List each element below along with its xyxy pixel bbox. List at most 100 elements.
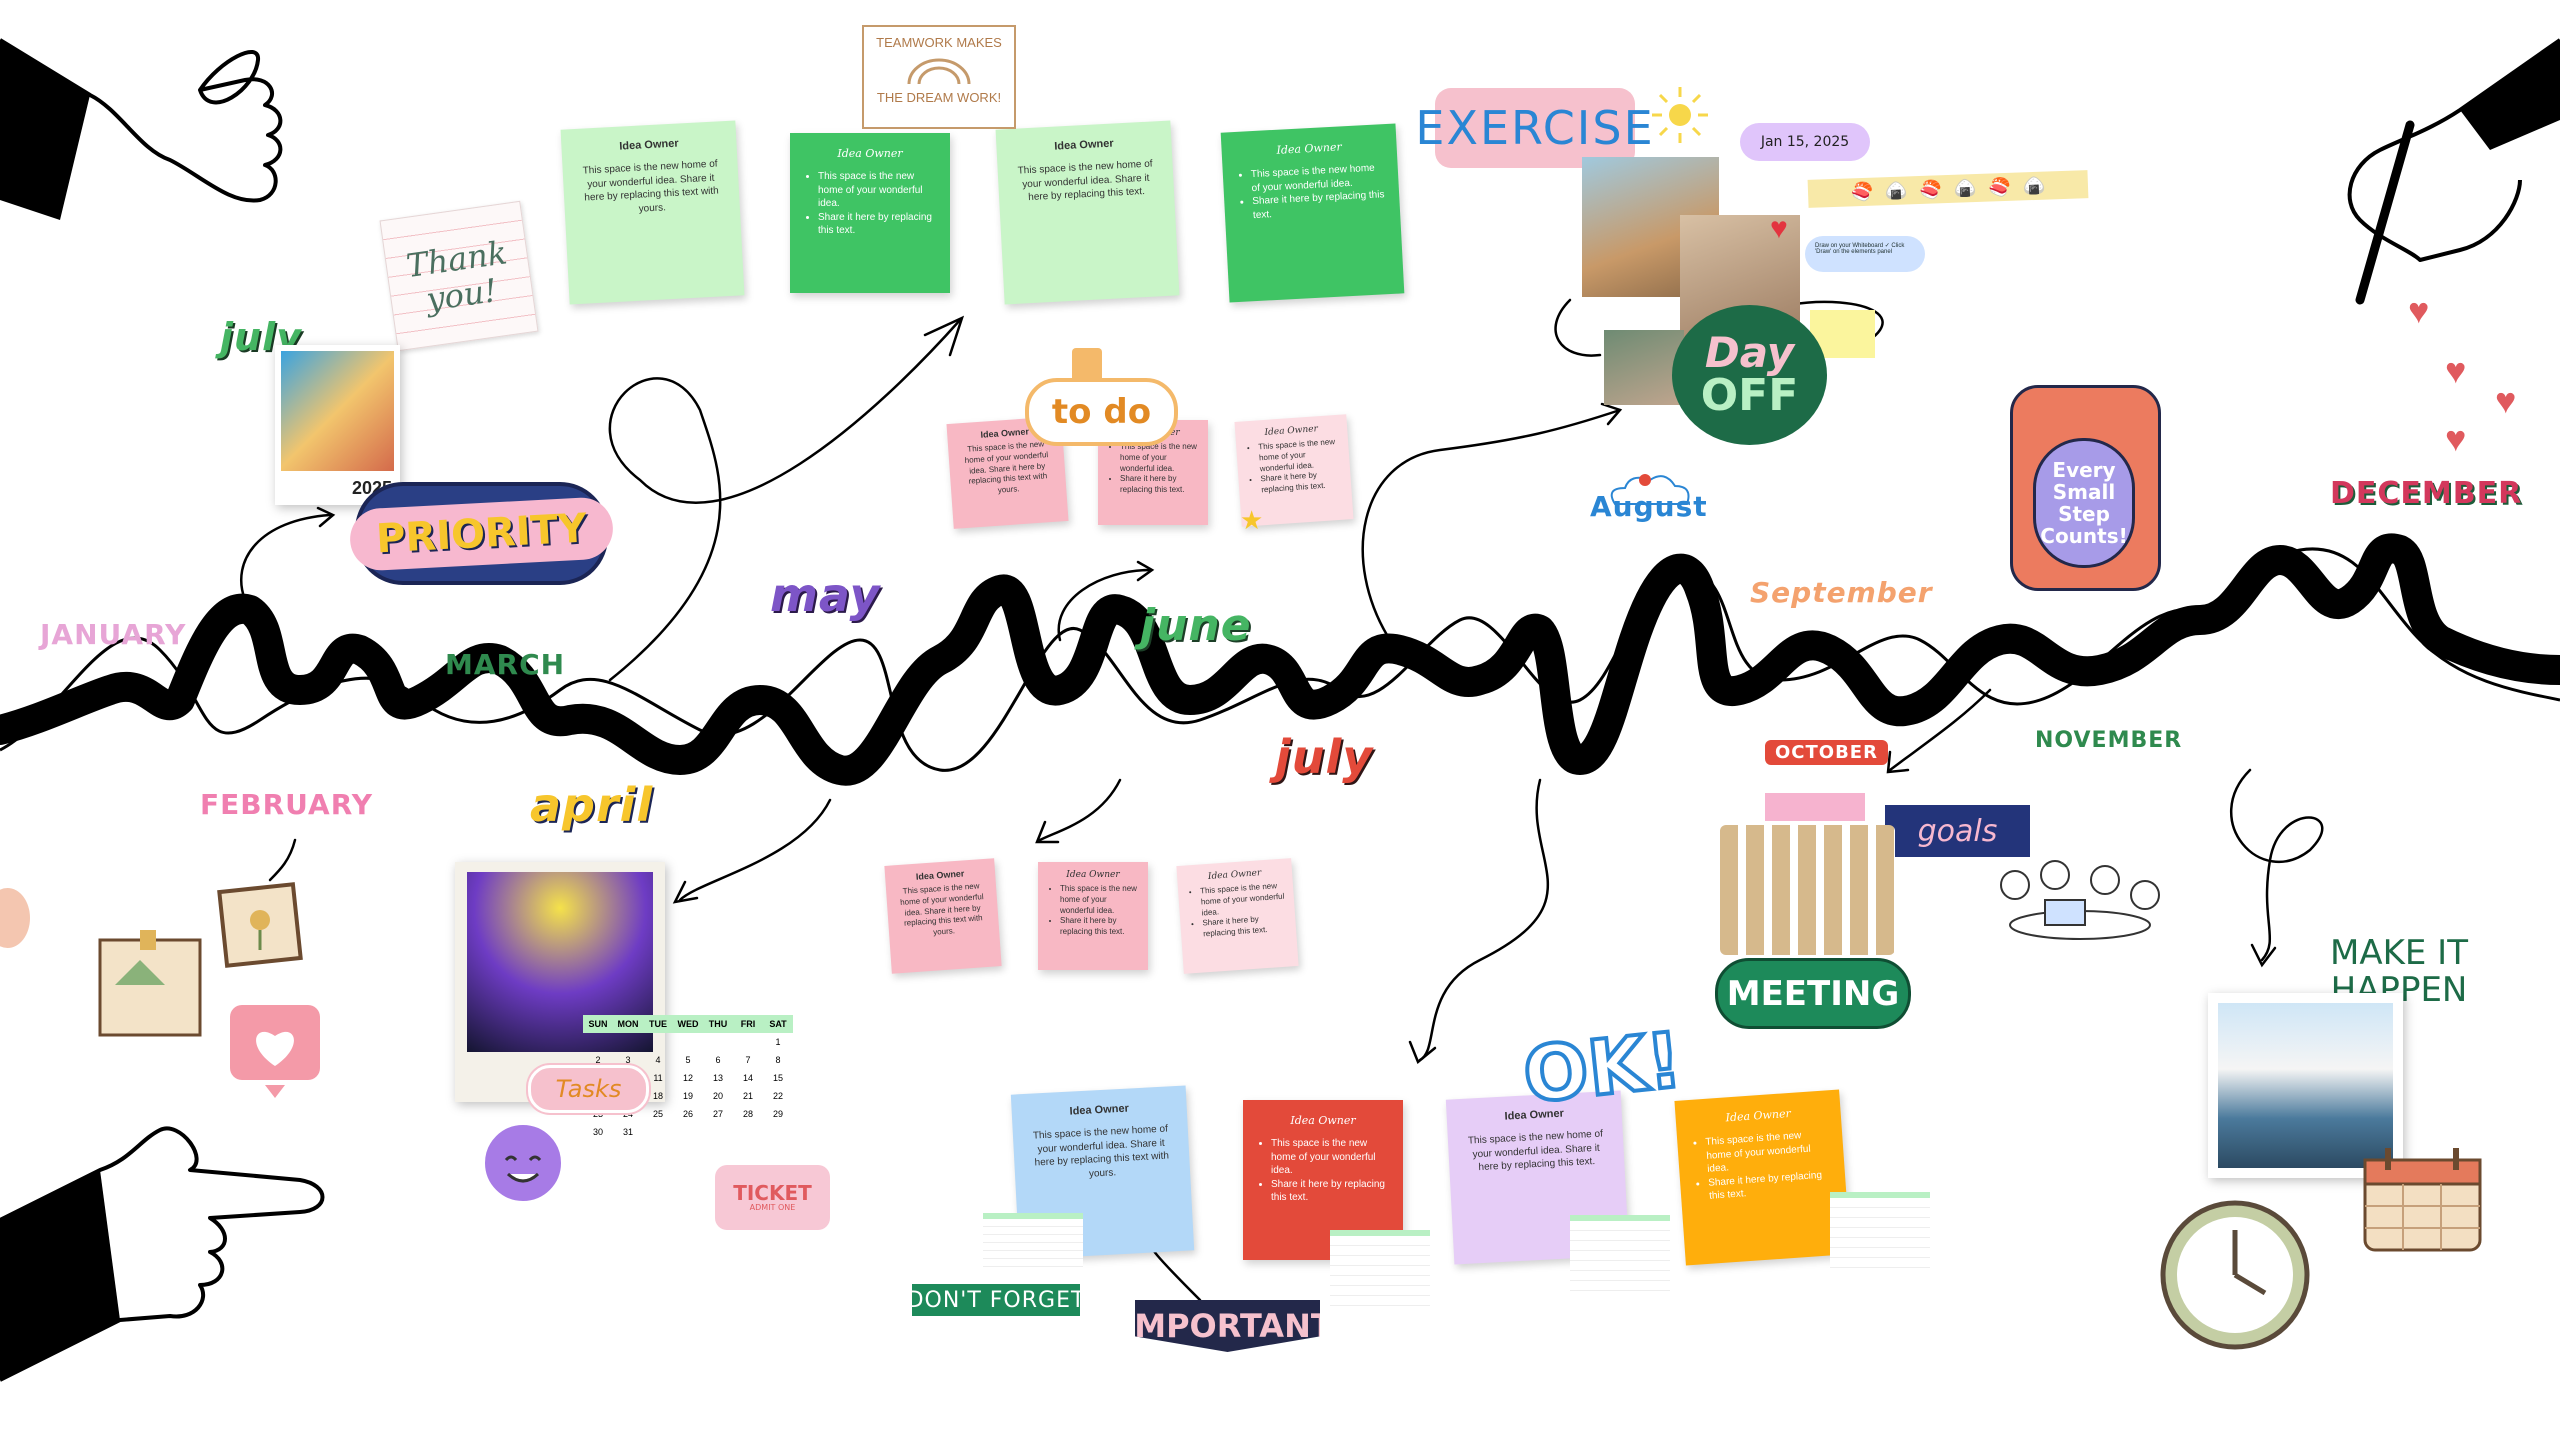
calendar-date: 22 bbox=[772, 1091, 783, 1101]
note-bullet: This space is the new home of your wonde… bbox=[1120, 442, 1200, 474]
tasks-sticker: Tasks bbox=[528, 1065, 649, 1113]
friends-photo bbox=[2218, 1003, 2393, 1168]
meeting-sticker: MEETING bbox=[1715, 958, 1911, 1029]
thank-you-text: Thank you! bbox=[403, 233, 510, 319]
thumbs-up-sleeve bbox=[0, 40, 90, 220]
ticket-subtext: ADMIT ONE bbox=[749, 1203, 796, 1213]
arrow-december-head bbox=[2250, 943, 2277, 968]
calendar-date bbox=[643, 1123, 673, 1141]
calendar-date: 6 bbox=[715, 1055, 721, 1065]
sticky-note[interactable]: Idea Owner This space is the new home of… bbox=[884, 858, 1002, 974]
calendar-date bbox=[673, 1123, 703, 1141]
teamwork-top: TEAMWORK MAKES bbox=[876, 35, 1002, 50]
every-small-step-text: Every Small Step Counts! bbox=[2033, 438, 2135, 568]
calendar-date: 20 bbox=[712, 1091, 723, 1101]
calendar-date: 12 bbox=[682, 1073, 693, 1083]
arrow-to-top-notes bbox=[608, 318, 962, 682]
heart-icon: ♥ bbox=[2445, 350, 2467, 391]
todo-sticker: to do bbox=[1025, 378, 1178, 446]
note-title: Idea Owner bbox=[1054, 137, 1114, 153]
dont-forget-sticker: DON'T FORGET bbox=[907, 1284, 1084, 1316]
note-bullet: Share it here by replacing this text. bbox=[1252, 188, 1386, 222]
calendar-date bbox=[583, 1033, 613, 1051]
pink-washi-tape bbox=[1765, 793, 1865, 821]
postcard-illustration bbox=[98, 930, 202, 1037]
arrow-to-top-notes-head bbox=[923, 315, 965, 357]
rainbow-icon bbox=[907, 58, 971, 85]
calendar-date: 28 bbox=[742, 1109, 753, 1119]
calendar-date: 29 bbox=[772, 1109, 783, 1119]
exercise-sticker: EXERCISE bbox=[1415, 88, 1653, 168]
calendar-date: 31 bbox=[622, 1127, 633, 1137]
sticky-note[interactable]: Idea Owner This space is the new home of… bbox=[1674, 1089, 1851, 1266]
note-body: This space is the new home of your wonde… bbox=[582, 158, 720, 215]
heart-message-icon bbox=[230, 1005, 320, 1098]
arrow-december bbox=[2230, 768, 2324, 962]
arrow-june-head bbox=[1136, 560, 1155, 582]
arrow-april bbox=[678, 798, 832, 902]
month-march: MARCH bbox=[445, 648, 566, 681]
sticky-note[interactable]: Idea Owner This space is the new home of… bbox=[1176, 858, 1299, 974]
clock-icon bbox=[2160, 1200, 2310, 1350]
month-september: September bbox=[1750, 576, 1933, 609]
off-text: OFF bbox=[1700, 370, 1799, 421]
month-july-mid: july bbox=[1275, 730, 1374, 784]
note-title: Idea Owner bbox=[1276, 140, 1343, 157]
sushi-icon: 🍣 bbox=[1850, 181, 1874, 202]
arrow-april-head bbox=[672, 880, 699, 904]
sushi-icon: 🍣 bbox=[1988, 176, 2012, 198]
thank-you-note: Thank you! bbox=[379, 200, 539, 352]
month-november: NOVEMBER bbox=[2035, 728, 2183, 753]
arrow-february bbox=[268, 838, 297, 882]
sticky-note[interactable]: Idea Owner This space is the new home of… bbox=[790, 133, 950, 293]
meeting-people-illustration bbox=[1720, 825, 1895, 955]
day-off-sticker: Day OFF bbox=[1672, 305, 1827, 445]
arrow-july-photo bbox=[240, 513, 332, 602]
writing-sleeve bbox=[2460, 40, 2560, 150]
sticky-note[interactable]: Idea Owner This space is the new home of… bbox=[995, 120, 1180, 305]
sticky-note[interactable]: Idea Owner This space is the new home of… bbox=[1038, 862, 1148, 970]
note-title: Idea Owner bbox=[837, 147, 903, 160]
polaroid-april bbox=[455, 862, 665, 1102]
month-june: june bbox=[1140, 600, 1252, 651]
date-pill: Jan 15, 2025 bbox=[1740, 123, 1870, 161]
calendar-date: 15 bbox=[772, 1073, 783, 1083]
calendar-date: 1 bbox=[775, 1037, 781, 1047]
sushi-icon: 🍙 bbox=[2022, 175, 2046, 196]
sticky-note[interactable]: Idea Owner This space is the new home of… bbox=[560, 120, 745, 305]
calendar-date bbox=[673, 1033, 703, 1051]
whiteboard-hint: Draw on your Whiteboard ✓ Click 'Draw' o… bbox=[1805, 236, 1925, 272]
month-may: may bbox=[770, 568, 881, 622]
sticky-note[interactable]: Idea Owner This space is the new home of… bbox=[1220, 123, 1405, 303]
calendar-date bbox=[733, 1033, 763, 1051]
timeline-squiggle bbox=[0, 533, 2560, 786]
make-it-text: MAKE IT bbox=[2330, 933, 2468, 973]
calendar-date: 23 bbox=[592, 1109, 603, 1119]
note-bullet: Share it here by replacing this text. bbox=[1260, 469, 1343, 496]
tea-photo bbox=[1604, 330, 1684, 405]
flower-frame-illustration bbox=[217, 882, 303, 968]
calendar-date: 24 bbox=[622, 1109, 633, 1119]
arrow-july-photo-head bbox=[316, 506, 336, 528]
sushi-icon: 🍙 bbox=[1884, 179, 1908, 201]
mini-calendar bbox=[1330, 1230, 1430, 1311]
mini-calendar bbox=[1570, 1215, 1670, 1296]
teamwork-bottom: THE DREAM WORK! bbox=[876, 90, 1002, 105]
note-body: This space is the new home of your wonde… bbox=[1017, 158, 1153, 204]
note-bullet: Share it here by replacing this text. bbox=[818, 211, 936, 238]
mini-calendar bbox=[1830, 1192, 1930, 1273]
thumbs-up-hand bbox=[0, 38, 283, 203]
sushi-icon: 🍣 bbox=[1919, 178, 1943, 200]
calendar-date: 27 bbox=[712, 1109, 723, 1119]
calendar-date: 8 bbox=[775, 1055, 781, 1065]
calendar-date: 2 bbox=[595, 1055, 601, 1065]
calendar-date bbox=[733, 1123, 763, 1141]
calendar-date bbox=[703, 1033, 733, 1051]
note-bullet: Share it here by replacing this text. bbox=[1060, 916, 1140, 938]
calendar-date: 26 bbox=[682, 1109, 693, 1119]
note-title: Idea Owner bbox=[1069, 1102, 1130, 1118]
arrow-to-bottom-notes bbox=[1418, 778, 1550, 1062]
star-icon: ★ bbox=[1240, 505, 1264, 535]
calendar-date: 5 bbox=[685, 1055, 691, 1065]
calendar-date bbox=[703, 1123, 733, 1141]
